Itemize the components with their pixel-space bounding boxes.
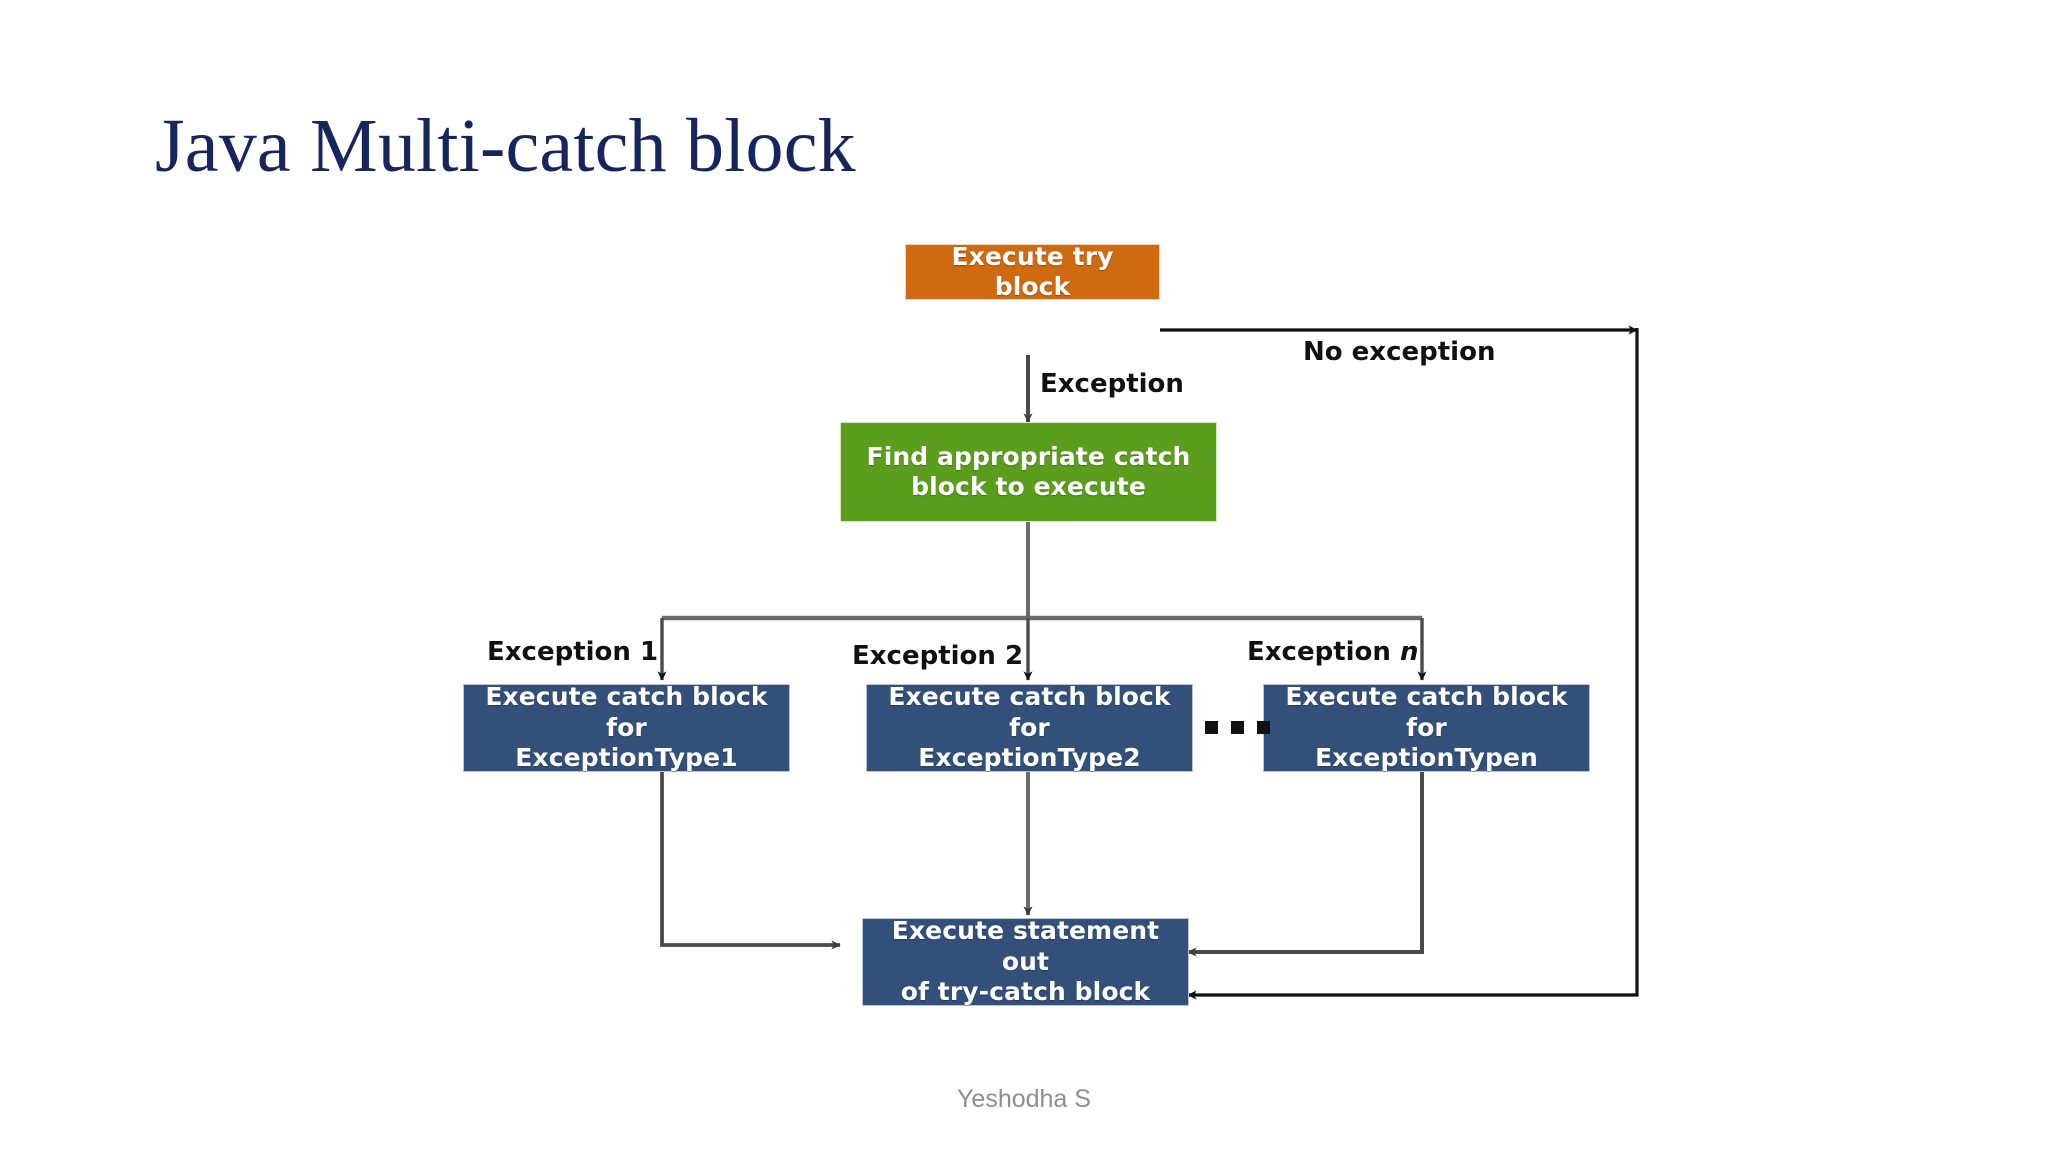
label-exception: Exception: [1040, 369, 1184, 399]
flowchart-connectors: [657, 325, 1639, 1000]
edge-no-exception-return: [1187, 328, 1639, 1000]
page-title: Java Multi-catch block: [155, 104, 856, 188]
edge-catch1-to-out: [660, 770, 841, 950]
label-exception-n: Exception n: [1247, 637, 1419, 667]
label-exception-1: Exception 1: [487, 637, 659, 667]
ellipsis-dots-icon: [1205, 721, 1270, 734]
node-execute-try-block[interactable]: Execute try block: [905, 242, 1160, 301]
edge-catchn-to-out: [1187, 770, 1424, 957]
slide-footer: Yeshodha S: [957, 1085, 1091, 1113]
label-no-exception: No exception: [1303, 337, 1496, 367]
label-exception-2: Exception 2: [852, 641, 1024, 671]
flowchart-diagram: Execute try block Find appropriate catch…: [0, 200, 2048, 1080]
